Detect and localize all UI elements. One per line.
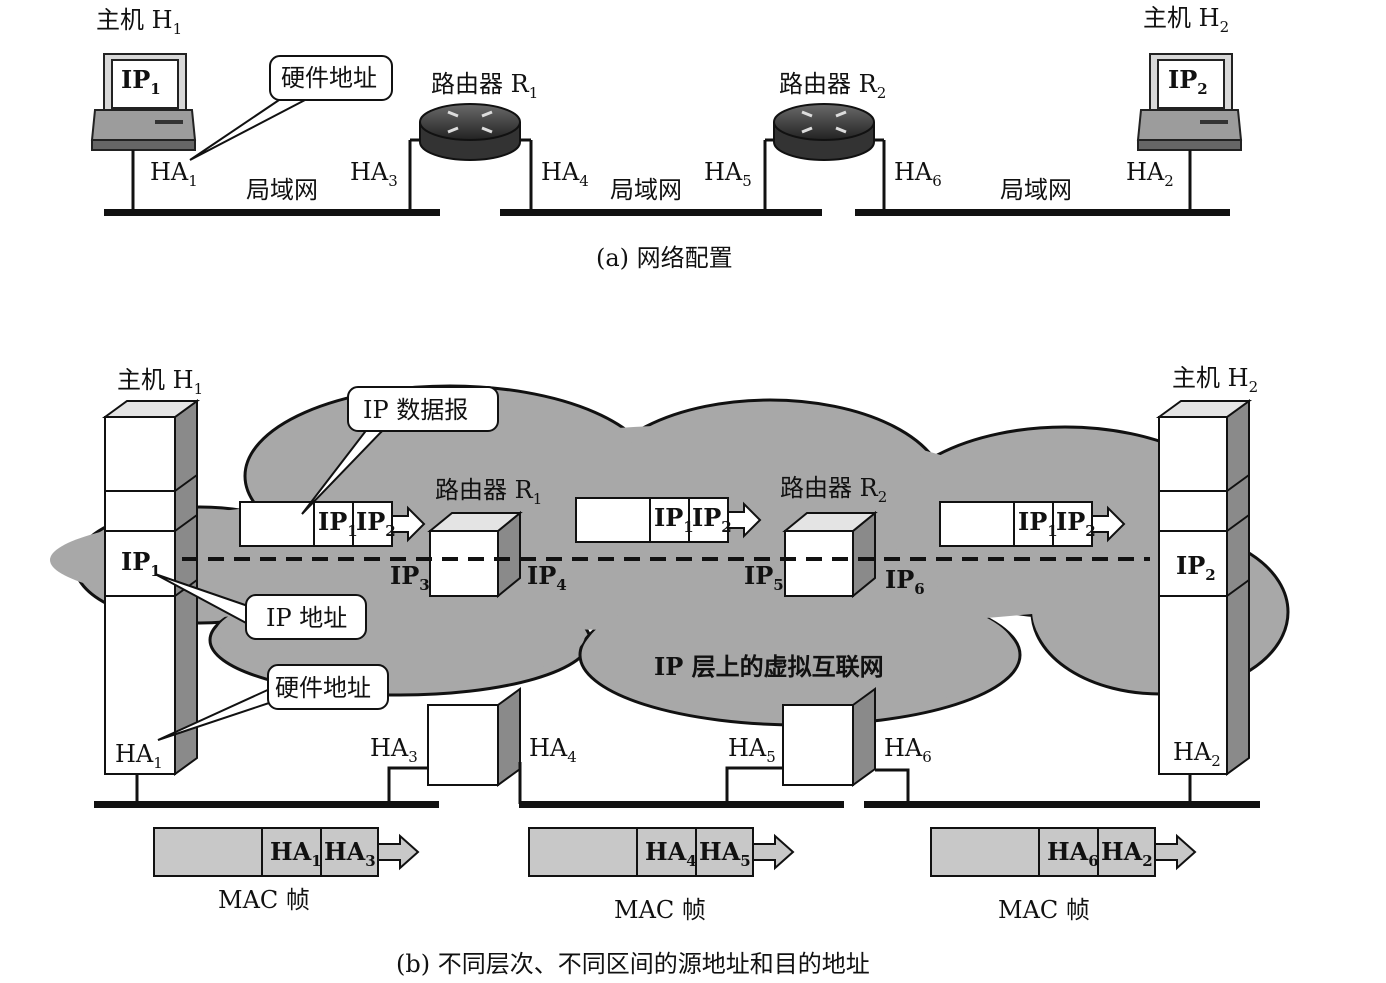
host1-label-b: 主机 H1 xyxy=(117,366,203,398)
ip1-label-b: IP1 xyxy=(121,547,161,580)
router1-lower-box xyxy=(387,687,522,804)
ha1-label-a: HA1 xyxy=(150,158,198,190)
host1-computer-icon xyxy=(90,53,197,151)
dg3-src-ip: IP1 xyxy=(1018,507,1058,540)
mac2-src-ha: HA4 xyxy=(645,837,697,870)
lan-line-b3 xyxy=(864,801,1260,808)
router1-label-b: 路由器 R1 xyxy=(435,476,542,508)
callout-ip-datagram-text: IP 数据报 xyxy=(363,396,468,424)
mac-frame-label-2: MAC 帧 xyxy=(614,896,706,924)
router2-icon xyxy=(763,103,886,212)
callout-hw-address-b: 硬件地址 xyxy=(157,664,389,741)
mac-frame-2 xyxy=(528,827,795,877)
ip5-label-b: IP5 xyxy=(744,561,784,594)
dg2-dst-ip: IP2 xyxy=(692,503,732,536)
mac-frame-label-3: MAC 帧 xyxy=(998,896,1090,924)
cloud-label: IP 层上的虚拟互联网 xyxy=(654,652,884,681)
router1-label-a: 路由器 R1 xyxy=(431,70,538,102)
ha6-label-b: HA6 xyxy=(884,734,932,766)
lan-label-2: 局域网 xyxy=(610,176,682,204)
ha3-label-a: HA3 xyxy=(350,158,398,190)
caption-a: (a) 网络配置 xyxy=(596,244,733,272)
diagram-b: IP 数据报 IP 地址 硬件地址 主机 H1 主机 H2 路由器 R1 路由器… xyxy=(50,364,1290,978)
lan-line-3 xyxy=(855,209,1230,216)
dg1-dst-ip: IP2 xyxy=(356,507,396,540)
router2-label-a: 路由器 R2 xyxy=(779,70,886,102)
ip6-label-b: IP6 xyxy=(885,565,925,598)
host2-protocol-stack xyxy=(1155,399,1253,776)
callout-ip-address-text: IP 地址 xyxy=(266,604,347,632)
mac-frame-1 xyxy=(153,827,420,877)
lan-line-2 xyxy=(500,209,822,216)
host2-label-a: 主机 H2 xyxy=(1143,4,1229,36)
host1-label-a: 主机 H1 xyxy=(96,6,182,38)
callout-hw-address-a: 硬件地址 xyxy=(189,55,393,161)
host2-computer-icon xyxy=(1136,53,1243,151)
router2-lower-box xyxy=(725,687,910,804)
router2-cube-icon xyxy=(782,510,878,599)
caption-b: (b) 不同层次、不同区间的源地址和目的地址 xyxy=(396,950,870,978)
ha4-label-a: HA4 xyxy=(541,158,589,190)
callout-ip-datagram: IP 数据报 xyxy=(301,386,499,515)
lan-line-1 xyxy=(104,209,440,216)
host2-label-b: 主机 H2 xyxy=(1172,364,1258,396)
router2-label-b: 路由器 R2 xyxy=(780,474,887,506)
callout-hw-address-b-text: 硬件地址 xyxy=(275,674,371,702)
ha2-label-a: HA2 xyxy=(1126,158,1174,190)
ip2-label-b: IP2 xyxy=(1176,551,1216,584)
dg1-src-ip: IP1 xyxy=(318,507,358,540)
lan-label-3: 局域网 xyxy=(1000,176,1072,204)
ip1-label-a: IP1 xyxy=(121,65,161,98)
ip4-label-b: IP4 xyxy=(527,561,567,594)
mac1-src-ha: HA1 xyxy=(270,837,322,870)
mac-frame-label-1: MAC 帧 xyxy=(218,886,310,914)
mac3-src-ha: HA6 xyxy=(1047,837,1099,870)
mac-frame-3 xyxy=(930,827,1197,877)
ha5-label-a: HA5 xyxy=(704,158,752,190)
ip-datagram-3 xyxy=(939,501,1126,547)
router1-cube-icon xyxy=(427,510,523,599)
ip-datagram-2 xyxy=(575,497,762,543)
router1-icon xyxy=(408,103,533,212)
ha5-label-b: HA5 xyxy=(728,734,776,766)
mac2-dst-ha: HA5 xyxy=(699,837,751,870)
ha4-label-b: HA4 xyxy=(529,734,577,766)
ha3-label-b: HA3 xyxy=(370,734,418,766)
ip2-label-a: IP2 xyxy=(1168,65,1208,98)
dg3-dst-ip: IP2 xyxy=(1056,507,1096,540)
ha1-label-b: HA1 xyxy=(115,740,163,772)
lan-label-1: 局域网 xyxy=(246,176,318,204)
callout-hw-address-a-text: 硬件地址 xyxy=(281,64,377,92)
ip-datagram-1 xyxy=(239,501,426,547)
lan-line-b1 xyxy=(94,801,439,808)
callout-ip-address: IP 地址 xyxy=(154,573,367,640)
ip3-label-b: IP3 xyxy=(390,561,430,594)
mac1-dst-ha: HA3 xyxy=(324,837,376,870)
ha6-label-a: HA6 xyxy=(894,158,942,190)
ha2-label-b: HA2 xyxy=(1173,738,1221,770)
host1-protocol-stack xyxy=(101,399,201,776)
diagram-a: 硬件地址 主机 H1 主机 H2 IP1 IP2 路由器 R1 路由器 R2 H… xyxy=(90,4,1243,272)
dg2-src-ip: IP1 xyxy=(654,503,694,536)
mac3-dst-ha: HA2 xyxy=(1101,837,1153,870)
lan-line-b2 xyxy=(519,801,844,808)
